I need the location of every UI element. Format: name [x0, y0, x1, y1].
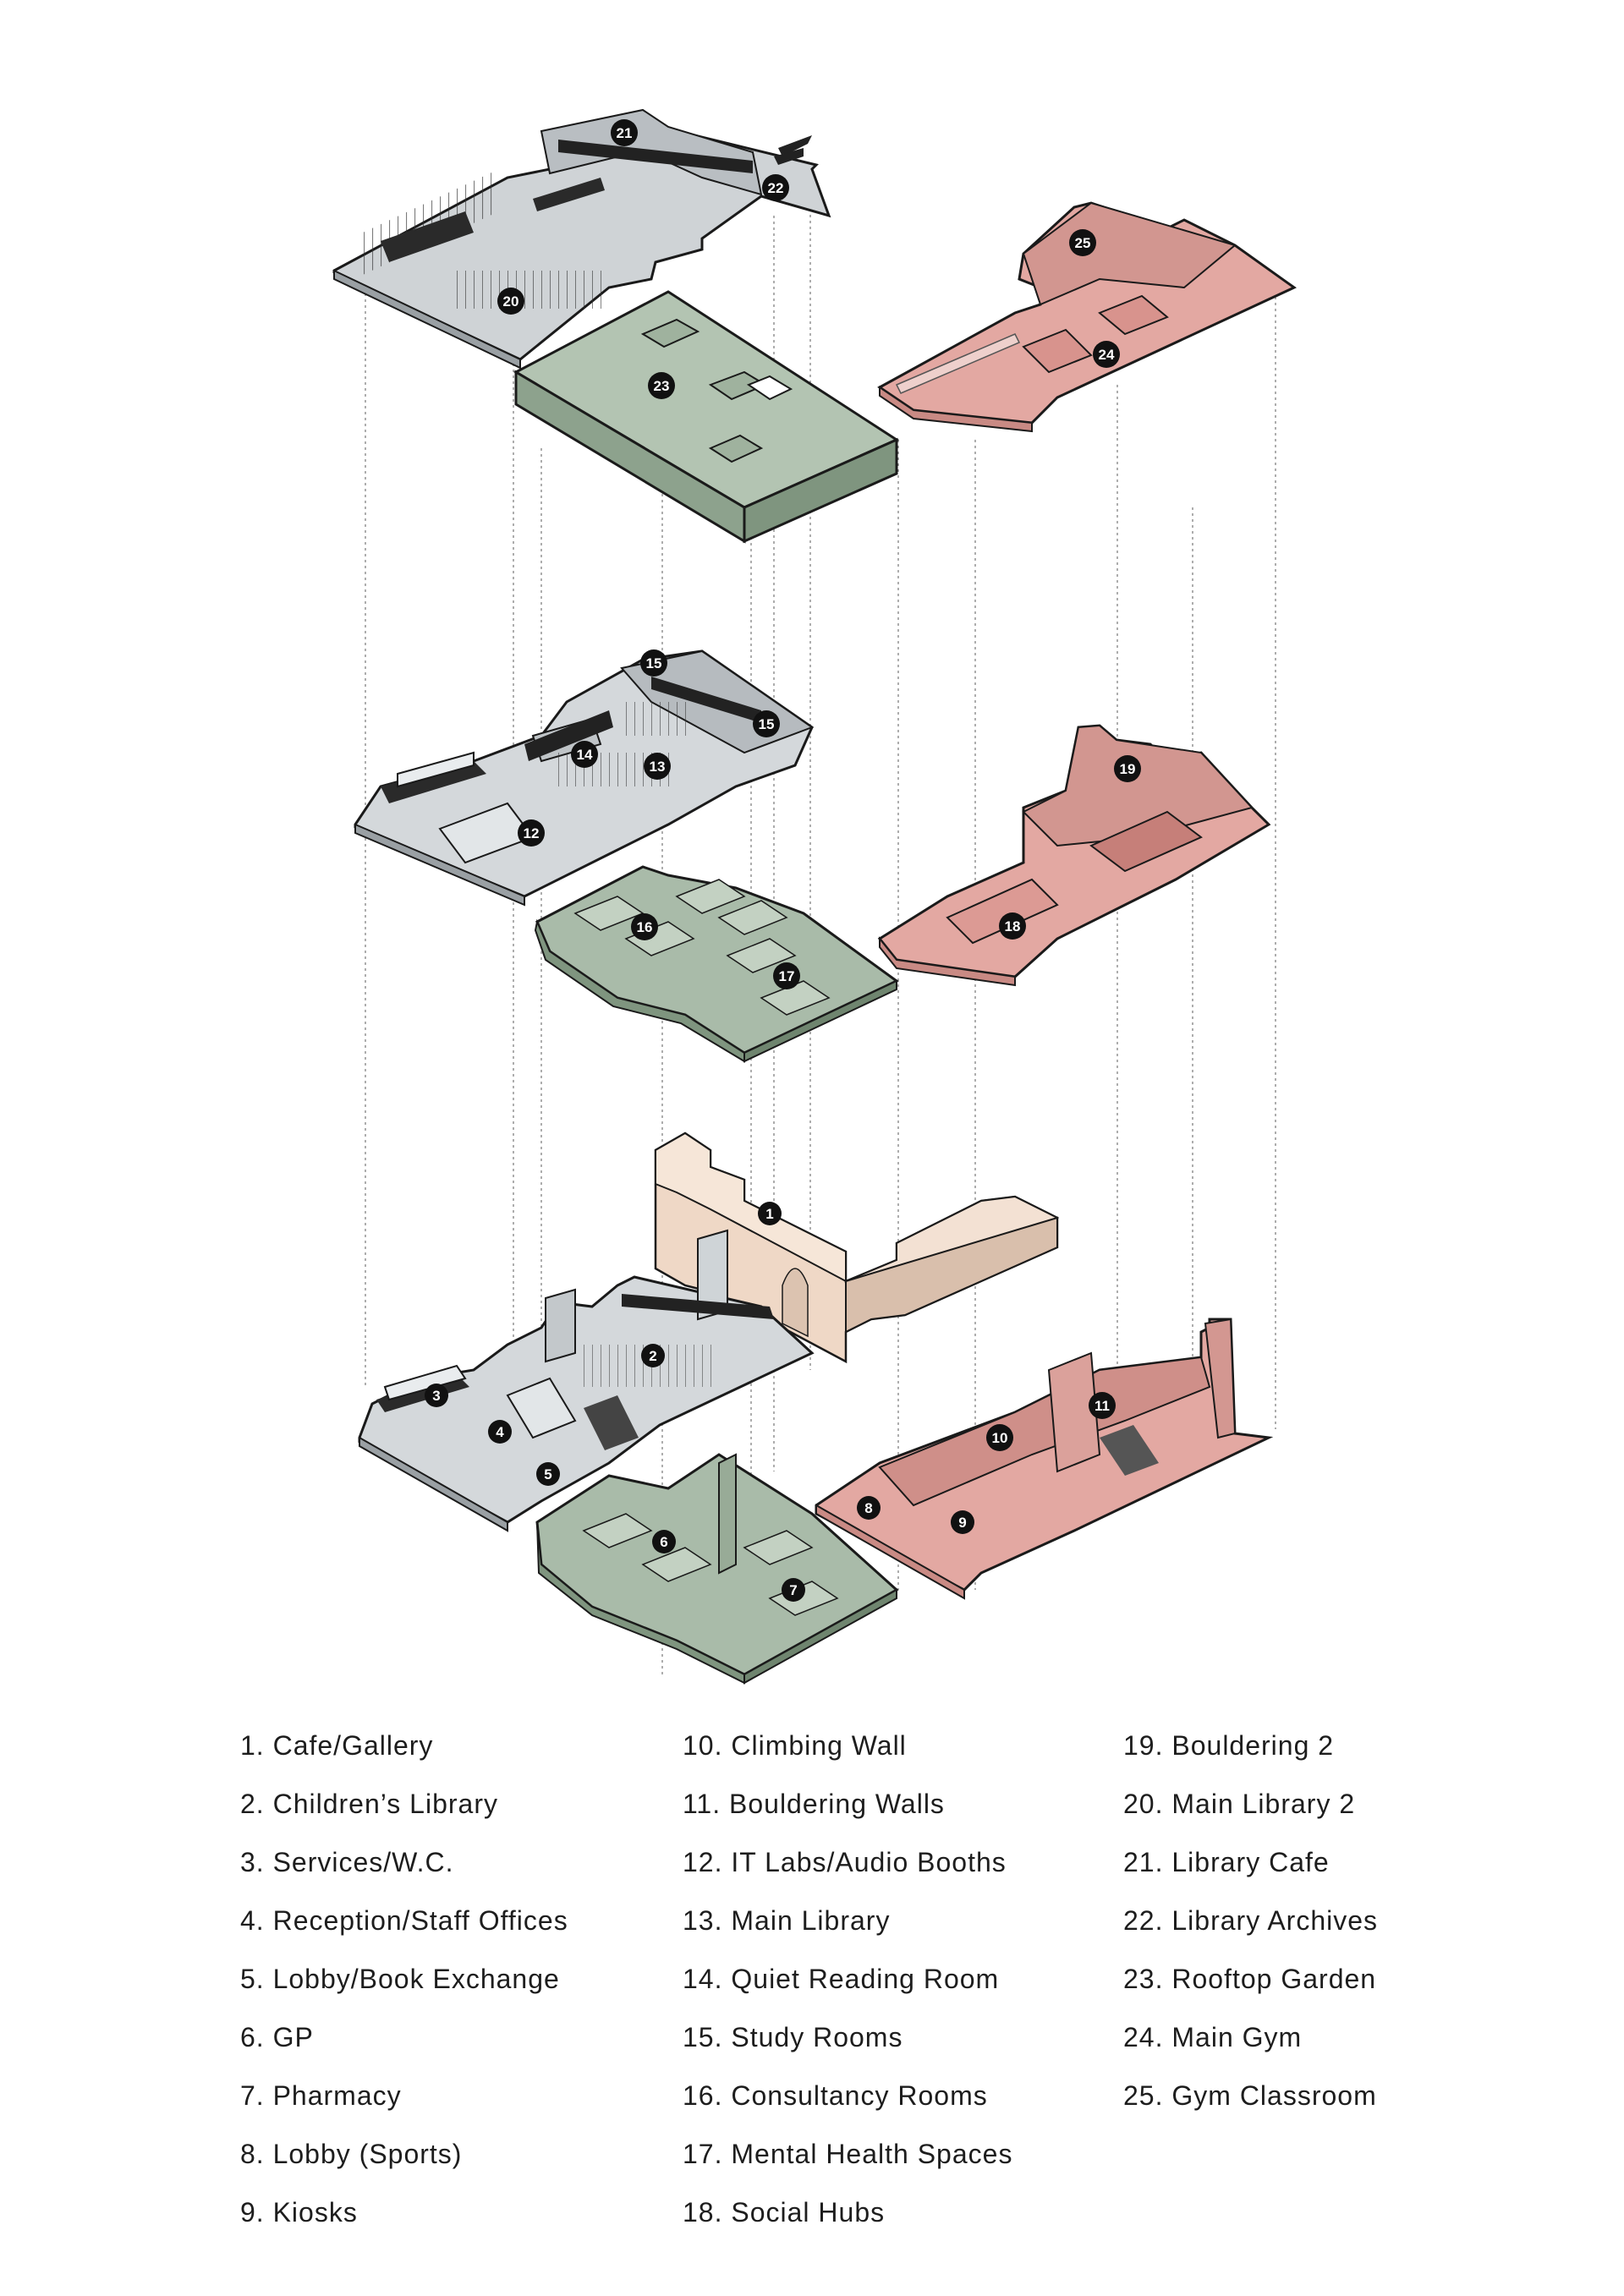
legend-item: 21. Library Cafe [1123, 1847, 1330, 1877]
exploded-axonometric-diagram: 1 2 3 4 5 6 7 8 9 10 11 12 13 14 15 15 1… [332, 108, 1297, 1685]
legend-item: 13. Main Library [683, 1905, 891, 1936]
legend-item: 3. Services/W.C. [240, 1847, 454, 1877]
badge-14: 14 [571, 741, 598, 768]
legend-item: 14. Quiet Reading Room [683, 1964, 1000, 1994]
svg-text:7: 7 [789, 1582, 797, 1598]
legend-item: 19. Bouldering 2 [1123, 1730, 1335, 1761]
badge-15b: 15 [753, 710, 780, 737]
svg-text:18: 18 [1005, 918, 1021, 934]
legend-column-2: 10. Climbing Wall 11. Bouldering Walls 1… [683, 1717, 1012, 2242]
badge-1: 1 [758, 1202, 782, 1225]
badge-13: 13 [644, 753, 671, 780]
svg-text:15: 15 [646, 655, 662, 671]
legend-item: 11. Bouldering Walls [683, 1789, 945, 1819]
legend: 1. Cafe/Gallery 2. Children’s Library 3.… [0, 1717, 1624, 2292]
svg-text:11: 11 [1095, 1398, 1110, 1414]
badge-9: 9 [951, 1510, 974, 1534]
legend-item: 12. IT Labs/Audio Booths [683, 1847, 1007, 1877]
svg-text:9: 9 [958, 1515, 966, 1531]
svg-text:12: 12 [524, 825, 540, 841]
svg-text:8: 8 [864, 1500, 872, 1516]
level-rooftop-garden [513, 290, 900, 544]
badge-20: 20 [497, 288, 524, 315]
legend-item: 7. Pharmacy [240, 2080, 402, 2111]
level-sports-2 [877, 724, 1271, 987]
level-health-1 [534, 865, 899, 1063]
legend-item: 1. Cafe/Gallery [240, 1730, 434, 1761]
badge-18: 18 [999, 912, 1026, 940]
badge-10: 10 [986, 1424, 1013, 1451]
level-health-ground [535, 1453, 899, 1685]
level-library-1 [354, 649, 815, 907]
legend-item: 9. Kiosks [240, 2197, 358, 2228]
badge-19: 19 [1114, 755, 1141, 782]
svg-text:10: 10 [992, 1430, 1008, 1446]
svg-text:2: 2 [649, 1348, 656, 1364]
badge-2: 2 [641, 1344, 665, 1367]
svg-text:16: 16 [637, 919, 653, 935]
svg-text:22: 22 [768, 180, 784, 196]
legend-column-1: 1. Cafe/Gallery 2. Children’s Library 3.… [240, 1717, 568, 2242]
svg-text:1: 1 [765, 1206, 773, 1222]
legend-item: 2. Children’s Library [240, 1789, 498, 1819]
svg-text:3: 3 [432, 1388, 440, 1404]
badge-6: 6 [652, 1530, 676, 1553]
svg-text:4: 4 [496, 1424, 504, 1440]
level-ground-library [358, 1229, 815, 1532]
legend-item: 6. GP [240, 2022, 314, 2052]
badge-4: 4 [488, 1420, 512, 1444]
svg-text:23: 23 [654, 378, 670, 394]
svg-text:24: 24 [1099, 347, 1115, 363]
area-badges: 1 2 3 4 5 6 7 8 9 10 11 12 13 14 15 15 1… [425, 119, 1141, 1602]
legend-item: 18. Social Hubs [683, 2197, 886, 2228]
level-gym [877, 201, 1297, 433]
badge-16: 16 [631, 913, 658, 940]
badge-7: 7 [782, 1578, 805, 1602]
badge-22: 22 [762, 174, 789, 201]
badge-15a: 15 [640, 649, 667, 677]
svg-text:14: 14 [577, 747, 593, 763]
legend-item: 25. Gym Classroom [1123, 2080, 1377, 2111]
legend-item: 15. Study Rooms [683, 2022, 903, 2052]
badge-24: 24 [1093, 341, 1120, 368]
svg-text:15: 15 [759, 716, 775, 732]
badge-11: 11 [1089, 1392, 1116, 1419]
legend-item: 24. Main Gym [1123, 2022, 1303, 2052]
legend-item: 17. Mental Health Spaces [683, 2139, 1013, 2169]
badge-8: 8 [857, 1496, 881, 1520]
badge-5: 5 [536, 1462, 560, 1486]
legend-item: 20. Main Library 2 [1123, 1789, 1356, 1819]
badge-12: 12 [518, 819, 545, 847]
svg-text:13: 13 [650, 759, 666, 775]
legend-item: 16. Consultancy Rooms [683, 2080, 988, 2111]
svg-text:6: 6 [660, 1534, 667, 1550]
svg-text:19: 19 [1120, 761, 1136, 777]
legend-item: 23. Rooftop Garden [1123, 1964, 1377, 1994]
badge-25: 25 [1069, 229, 1096, 256]
svg-text:5: 5 [544, 1466, 551, 1482]
badge-23: 23 [648, 372, 675, 399]
svg-text:21: 21 [617, 125, 633, 141]
legend-item: 22. Library Archives [1123, 1905, 1379, 1936]
legend-item: 8. Lobby (Sports) [240, 2139, 463, 2169]
level-library-2 [332, 108, 831, 370]
legend-column-3: 19. Bouldering 2 20. Main Library 2 21. … [1123, 1717, 1378, 2125]
badge-21: 21 [611, 119, 638, 146]
legend-item: 5. Lobby/Book Exchange [240, 1964, 560, 1994]
svg-text:25: 25 [1075, 235, 1091, 251]
legend-item: 10. Climbing Wall [683, 1730, 907, 1761]
badge-3: 3 [425, 1384, 448, 1407]
legend-item: 4. Reception/Staff Offices [240, 1905, 568, 1936]
svg-text:17: 17 [779, 968, 795, 984]
level-sports-ground [815, 1318, 1274, 1600]
svg-text:20: 20 [503, 293, 519, 310]
badge-17: 17 [773, 962, 800, 989]
